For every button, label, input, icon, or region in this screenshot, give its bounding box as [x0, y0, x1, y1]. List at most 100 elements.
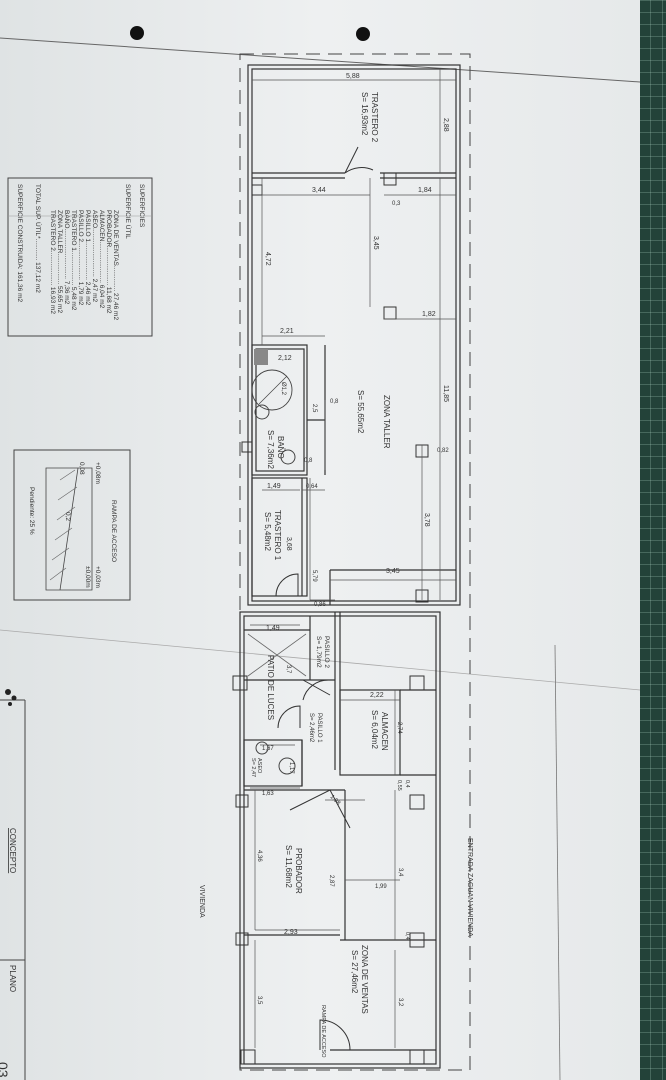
- svg-text:5,79: 5,79: [311, 570, 317, 582]
- zona-taller-area: S= 55,65m2: [356, 390, 365, 434]
- pasillo1-area: S= 2,46m2: [308, 713, 314, 743]
- svg-text:2,22: 2,22: [370, 692, 384, 699]
- trastero1-area: S= 5,48m2: [263, 512, 272, 551]
- svg-text:1,98: 1,98: [329, 794, 342, 807]
- svg-text:BAÑO..........................: BAÑO............................ 7,36 m2: [63, 210, 72, 305]
- plan-sheet: [0, 0, 640, 1080]
- aseo-area: S= 2,47: [250, 758, 256, 777]
- trastero2-name: TRASTERO 2: [370, 92, 379, 143]
- patio-cross: [247, 633, 307, 677]
- svg-text:0,2: 0,2: [64, 512, 71, 521]
- svg-text:2,88: 2,88: [442, 118, 449, 132]
- pasillo2-name: PASILLO 2: [323, 636, 330, 668]
- svg-text:ZONA DE VENTAS.............. 2: ZONA DE VENTAS.............. 27,46 m2: [112, 210, 119, 320]
- svg-text:TRASTERO 2...................: TRASTERO 2................... 16,93 m2: [49, 210, 56, 314]
- svg-text:SUPERFICIE CONSTRUIDA: 161,36: SUPERFICIE CONSTRUIDA: 161,36 m2: [16, 184, 23, 302]
- zona-ventas-area: S= 27,46m2: [350, 950, 359, 994]
- svg-text:1,49: 1,49: [267, 483, 281, 490]
- svg-text:0,64: 0,64: [306, 484, 318, 490]
- svg-text:3,7: 3,7: [285, 665, 291, 674]
- svg-text:4,72: 4,72: [264, 252, 271, 266]
- svg-text:ALMACEN.......................: ALMACEN....................... 6,04 m2: [98, 210, 105, 309]
- svg-text:1,67: 1,67: [262, 746, 274, 752]
- trastero2-area: S= 16,93m2: [360, 92, 369, 136]
- svg-text:ZONA TALLER................. 5: ZONA TALLER................. 55,65 m2: [56, 210, 63, 313]
- svg-text:PROBADOR.....................: PROBADOR..................... 11,68 m2: [105, 210, 112, 314]
- svg-text:3,44: 3,44: [312, 187, 326, 194]
- zona-ventas-name: ZONA DE VENTAS: [360, 945, 369, 1014]
- dimension-texts: 5,88 2,88 3,44 1,84 0,3 3,45 4,72 1,82 2…: [256, 73, 449, 1007]
- sink-icon: [255, 741, 269, 755]
- concepto-label: CONCEPTO: [8, 828, 17, 873]
- bano-name: BAÑO: [276, 436, 285, 459]
- svg-text:2,21: 2,21: [280, 328, 294, 335]
- dimension-lines: [250, 69, 456, 1048]
- rampa-box: RAMPA DE ACCESO +0,08m 0,08 0,2 +0,03m ±…: [13, 449, 131, 601]
- svg-text:TOTAL SUP. ÚTIL*............ 1: TOTAL SUP. ÚTIL*............ 137,12 m2: [34, 184, 43, 293]
- svg-text:ASEO..........................: ASEO........................... 2,47 m2: [91, 210, 98, 302]
- svg-text:11,85: 11,85: [442, 385, 449, 402]
- svg-text:2,12: 2,12: [278, 355, 292, 362]
- hatched-column: [254, 349, 268, 365]
- svg-text:TRASTERO 1...................: TRASTERO 1................... 5,48 m2: [70, 210, 77, 311]
- almacen-area: S= 6,04m2: [370, 710, 379, 749]
- superficies-title: SUPERFICIES: [138, 184, 145, 228]
- svg-text:2,5: 2,5: [311, 404, 317, 413]
- entrada-label: ENTRADA ZAGUAN VIVIENDA: [466, 838, 473, 937]
- probador-name: PROBADOR: [294, 848, 303, 894]
- svg-text:0,4: 0,4: [404, 932, 410, 940]
- svg-text:Ø1,2: Ø1,2: [280, 382, 286, 396]
- svg-text:1,84: 1,84: [418, 187, 432, 194]
- svg-text:Pendiente: 25 %: Pendiente: 25 %: [28, 487, 35, 535]
- toilet-icon: [280, 449, 296, 465]
- vivienda-label: VIVIENDA: [198, 885, 205, 918]
- svg-text:0,4: 0,4: [404, 780, 410, 788]
- svg-text:PASILLO 1.....................: PASILLO 1..................... 2,46 m2: [84, 210, 91, 306]
- zona-taller-name: ZONA TALLER: [382, 395, 391, 449]
- svg-text:1,99: 1,99: [375, 884, 387, 890]
- svg-text:3,45: 3,45: [386, 568, 400, 575]
- binder-hole: [130, 26, 144, 40]
- probador-area: S= 11,68m2: [284, 845, 293, 888]
- svg-text:5,88: 5,88: [346, 73, 360, 80]
- svg-text:3,2: 3,2: [397, 998, 403, 1007]
- svg-text:4,36: 4,36: [256, 850, 262, 862]
- title-block: CONCEPTO PLANO 03: [0, 699, 26, 1080]
- svg-text:0,8: 0,8: [330, 399, 339, 405]
- superficies-box: SUPERFICIES SUPERFICIE ÚTIL ZONA DE VENT…: [7, 177, 153, 337]
- svg-text:1,17: 1,17: [288, 762, 294, 774]
- turning-circle: [251, 369, 293, 411]
- svg-text:0,08: 0,08: [78, 462, 85, 475]
- almacen-name: ALMACEN: [380, 712, 389, 751]
- svg-text:0,3: 0,3: [392, 201, 401, 207]
- svg-text:3,5: 3,5: [256, 996, 262, 1005]
- svg-text:0,86: 0,86: [314, 602, 326, 608]
- rampa-box-title: RAMPA DE ACCESO: [110, 500, 117, 562]
- svg-text:3,45: 3,45: [372, 236, 379, 250]
- walls: [239, 64, 461, 1069]
- patio-name: PATIO DE LUCES: [266, 655, 275, 720]
- bano-area: S= 7,36m2: [266, 430, 275, 469]
- rampa-name: RAMPA DE ACCESO: [320, 1005, 326, 1058]
- svg-text:1,49: 1,49: [266, 625, 280, 632]
- doors: [275, 146, 374, 1051]
- svg-text:3,4: 3,4: [397, 868, 403, 877]
- svg-text:PASILLO 2.....................: PASILLO 2..................... 1,79 m2: [77, 210, 84, 306]
- svg-text:2,74: 2,74: [396, 722, 402, 734]
- toilet-icon: [278, 757, 296, 775]
- plano-label: PLANO: [8, 965, 17, 992]
- svg-text:±0,00m: ±0,00m: [84, 566, 91, 588]
- pasillo1-name: PASILLO 1: [316, 713, 322, 743]
- binder-hole: [356, 27, 370, 41]
- svg-text:2,87: 2,87: [328, 875, 334, 887]
- pasillo2-area: S= 1,79m2: [315, 636, 322, 668]
- svg-text:3,68: 3,68: [285, 537, 292, 551]
- sink-icon: [254, 404, 270, 420]
- svg-text:3,78: 3,78: [423, 513, 430, 527]
- svg-text:0,82: 0,82: [437, 448, 449, 454]
- svg-text:+0,08m: +0,08m: [94, 462, 101, 484]
- svg-text:0,8: 0,8: [304, 458, 313, 464]
- site-boundary: [239, 53, 471, 1071]
